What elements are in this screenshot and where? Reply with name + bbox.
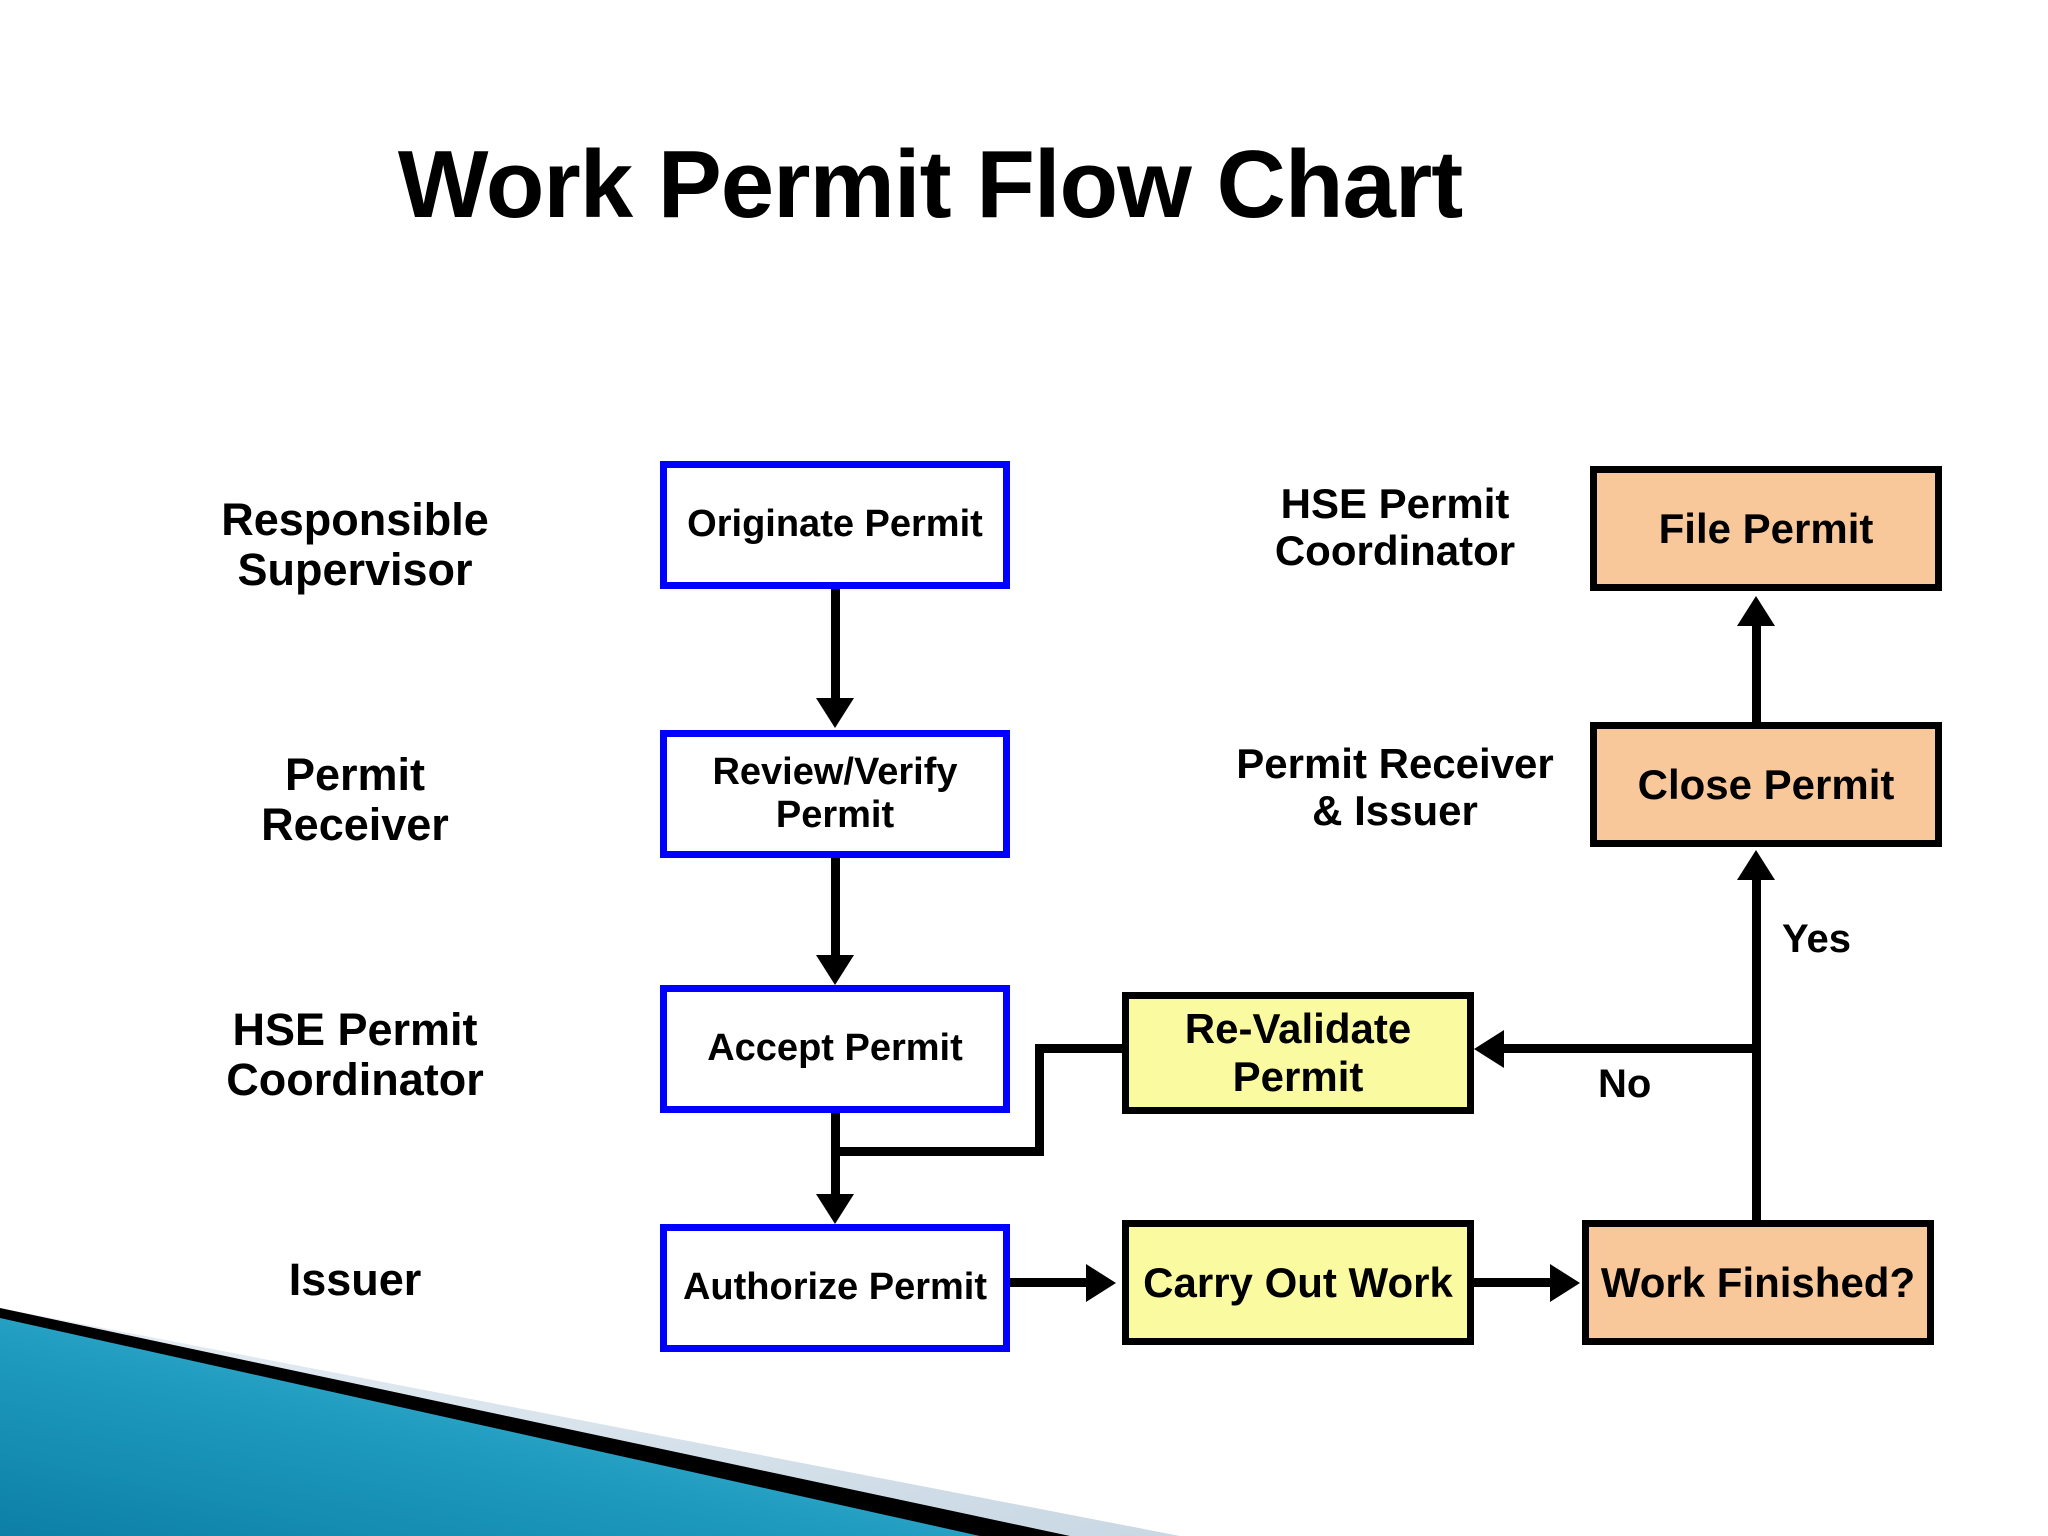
node-label: Authorize Permit <box>682 1266 988 1309</box>
node-label: Carry Out Work <box>1143 1258 1453 1306</box>
lane-label-line1: Permit Receiver <box>1236 740 1554 787</box>
lane-label-line1: HSE Permit <box>232 1004 478 1055</box>
node-file-permit[interactable]: File Permit <box>1590 466 1942 591</box>
connector-yes-to-close-permit <box>1752 880 1761 1220</box>
lane-label-line2: Receiver <box>261 799 449 851</box>
lane-label-hse-permit-coordinator: HSE Permit Coordinator <box>130 1004 580 1106</box>
node-carry-out-work[interactable]: Carry Out Work <box>1122 1220 1474 1345</box>
lane-label-line2: & Issuer <box>1312 787 1478 835</box>
lane-label-line1: Issuer <box>288 1254 422 1305</box>
arrowhead-review-to-accept <box>816 955 854 985</box>
arrowhead-close-to-file-permit <box>1737 596 1775 626</box>
lane-label-line1: Responsible <box>221 494 489 545</box>
node-label: Accept Permit <box>707 1027 963 1070</box>
arrowhead-yes-to-close-permit <box>1737 850 1775 880</box>
arrowhead-no-to-revalidate <box>1474 1030 1504 1068</box>
arrowhead-accept-to-authorize <box>816 1194 854 1224</box>
connector-no-to-revalidate <box>1490 1044 1760 1053</box>
lane-label-issuer: Issuer <box>130 1254 580 1305</box>
node-label: Work Finished? <box>1600 1258 1916 1306</box>
node-label-line2: Permit <box>775 794 895 836</box>
node-authorize-permit[interactable]: Authorize Permit <box>660 1224 1010 1352</box>
lane-label-line1: HSE Permit <box>1280 480 1510 527</box>
lane-label-line2: Coordinator <box>1274 527 1516 575</box>
node-label-line1: Review/Verify <box>712 750 958 793</box>
lane-label-permit-receiver: Permit Receiver <box>130 749 580 851</box>
lane-label-line2: Supervisor <box>237 544 473 596</box>
connector-originate-to-review <box>831 589 840 701</box>
node-review-verify-permit[interactable]: Review/Verify Permit <box>660 730 1010 858</box>
arrowhead-originate-to-review <box>816 698 854 728</box>
node-label: Originate Permit <box>687 503 983 546</box>
connector-authorize-to-carry <box>1010 1278 1090 1287</box>
lane-label-line1: Permit <box>284 749 426 800</box>
node-work-finished[interactable]: Work Finished? <box>1582 1220 1934 1345</box>
node-accept-permit[interactable]: Accept Permit <box>660 985 1010 1113</box>
branch-label-no: No <box>1598 1062 1652 1106</box>
node-label: File Permit <box>1658 504 1874 552</box>
connector-revalidate-to-authorize <box>831 1147 1044 1156</box>
connector-revalidate-down <box>1035 1044 1044 1156</box>
node-re-validate-permit[interactable]: Re-Validate Permit <box>1122 992 1474 1114</box>
connector-close-to-file-permit <box>1752 625 1761 722</box>
lane-label-right-hse-permit-coordinator: HSE Permit Coordinator <box>1220 480 1570 574</box>
node-close-permit[interactable]: Close Permit <box>1590 722 1942 847</box>
arrowhead-carry-to-work-finished <box>1550 1264 1580 1302</box>
lane-label-line2: Coordinator <box>226 1054 484 1106</box>
page-title: Work Permit Flow Chart <box>397 131 1463 238</box>
connector-carry-to-work-finished <box>1474 1278 1554 1287</box>
node-label-line1: Re-Validate <box>1184 1005 1412 1053</box>
connector-revalidate-left-stub <box>1035 1044 1125 1053</box>
lane-label-responsible-supervisor: Responsible Supervisor <box>130 494 580 596</box>
lane-label-permit-receiver-and-issuer: Permit Receiver & Issuer <box>1210 740 1580 834</box>
node-label-line2: Permit <box>1232 1053 1364 1100</box>
node-originate-permit[interactable]: Originate Permit <box>660 461 1010 589</box>
node-label: Close Permit <box>1637 760 1895 808</box>
arrowhead-authorize-to-carry <box>1086 1264 1116 1302</box>
branch-label-yes: Yes <box>1782 917 1851 961</box>
connector-review-to-accept <box>831 858 840 958</box>
